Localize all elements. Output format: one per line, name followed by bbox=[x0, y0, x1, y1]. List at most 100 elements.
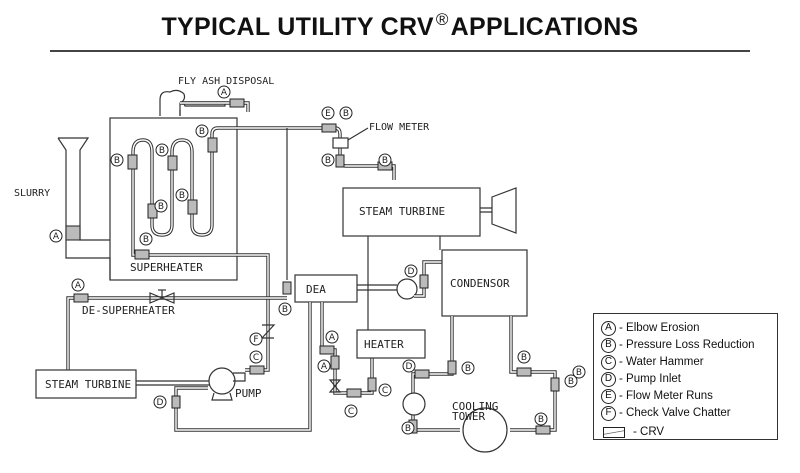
tag-circle bbox=[402, 359, 416, 373]
legend-item: B- Pressure Loss Reduction bbox=[601, 337, 755, 353]
crv-coil-3 bbox=[167, 155, 178, 171]
tag-circle bbox=[71, 278, 85, 292]
tag-circle bbox=[155, 143, 169, 157]
legend-item: C- Water Hammer bbox=[601, 354, 704, 370]
tag-circle bbox=[278, 302, 292, 316]
condensor-box bbox=[441, 249, 528, 317]
tag-letter: D bbox=[157, 398, 164, 408]
legend-label: - Elbow Erosion bbox=[619, 322, 700, 334]
steam-turbine-main bbox=[342, 187, 481, 237]
pump-label: PUMP bbox=[235, 387, 262, 400]
tag-circle bbox=[195, 124, 209, 138]
tag-circle bbox=[175, 188, 189, 202]
crv-flow-meter-e bbox=[321, 123, 337, 133]
cooling-tower-label-2: TOWER bbox=[452, 410, 485, 423]
tag-letter: A bbox=[321, 362, 328, 372]
tag-heater-c2: C bbox=[378, 383, 392, 397]
flow-meter bbox=[332, 137, 349, 149]
crv-condensor-d bbox=[419, 274, 429, 289]
tag-letter: A bbox=[329, 333, 336, 343]
registered-mark: ® bbox=[435, 10, 449, 29]
tag-letter: B bbox=[538, 415, 544, 425]
tag-sh-b3: B bbox=[155, 143, 169, 157]
tag-circle bbox=[378, 383, 392, 397]
tag-pump-d: D bbox=[153, 395, 167, 409]
fly-ash-label: FLY ASH DISPOSAL bbox=[178, 76, 274, 87]
tag-circle bbox=[217, 85, 231, 99]
heater-label: HEATER bbox=[364, 338, 404, 351]
tag-letter: C bbox=[348, 407, 354, 417]
tag-letter: C bbox=[382, 386, 388, 396]
crv-ct-1 bbox=[447, 360, 457, 375]
crv-coil-6 bbox=[134, 249, 150, 260]
crv-symbol-icon bbox=[603, 426, 625, 438]
tag-letter: B bbox=[382, 156, 388, 166]
tag-circle bbox=[401, 421, 415, 435]
de-superheater-label: DE-SUPERHEATER bbox=[82, 304, 175, 317]
tag-fly-ash-a: A bbox=[217, 85, 231, 99]
fly-ash-stack bbox=[159, 89, 250, 116]
tag-letter: B bbox=[465, 364, 471, 374]
tag-letter: A bbox=[75, 281, 82, 291]
tag-circle bbox=[49, 229, 63, 243]
crv-ct-5 bbox=[550, 377, 560, 392]
crv-fly-ash bbox=[229, 98, 245, 108]
tag-slurry-a: A bbox=[49, 229, 63, 243]
legend-label: - CRV bbox=[633, 426, 665, 438]
legend-item: A- Elbow Erosion bbox=[601, 320, 700, 336]
crv-ct-2 bbox=[414, 369, 430, 379]
tag-dea-a2: A bbox=[317, 359, 331, 373]
steam-turbine-main-label: STEAM TURBINE bbox=[359, 205, 445, 218]
legend-item-crv: - CRV bbox=[601, 424, 664, 440]
legend-item: E- Flow Meter Runs bbox=[601, 388, 713, 404]
tag-circle bbox=[139, 232, 153, 246]
pump-icon bbox=[208, 367, 246, 401]
tag-ct-d: D bbox=[402, 359, 416, 373]
legend-label: - Flow Meter Runs bbox=[619, 390, 713, 402]
superheater-label: SUPERHEATER bbox=[130, 261, 203, 274]
legend-item: F- Check Valve Chatter bbox=[601, 405, 731, 421]
tag-circle bbox=[517, 350, 531, 364]
tag-ct-b1: B bbox=[461, 361, 475, 375]
tag-letter: B bbox=[405, 424, 411, 434]
legend-label: - Pump Inlet bbox=[619, 373, 681, 385]
tag-circle bbox=[153, 395, 167, 409]
crv-ct-4 bbox=[516, 367, 532, 377]
cooling-tower-icon bbox=[462, 407, 508, 453]
tag-letter: B bbox=[325, 156, 331, 166]
condensate-pump-icon bbox=[396, 278, 418, 300]
legend-item: D- Pump Inlet bbox=[601, 371, 681, 387]
tag-circle bbox=[110, 153, 124, 167]
tag-circle bbox=[154, 199, 168, 213]
tag-letter: B bbox=[521, 353, 527, 363]
tag-heater-c1: C bbox=[344, 404, 358, 418]
dea-box bbox=[294, 274, 358, 303]
tag-sh-b2: B bbox=[154, 199, 168, 213]
steam-turbine-small-label: STEAM TURBINE bbox=[45, 378, 131, 391]
tag-letter: B bbox=[159, 146, 165, 156]
crv-desuperheater bbox=[73, 293, 89, 303]
crv-pump-c bbox=[249, 365, 265, 375]
tag-letter: D bbox=[406, 362, 413, 372]
legend-badge: E bbox=[601, 388, 616, 404]
tag-circle bbox=[344, 404, 358, 418]
tag-letter: E bbox=[325, 109, 331, 119]
crv-heater-c2 bbox=[367, 377, 377, 392]
tag-fm-e: E bbox=[321, 106, 335, 120]
tag-circle bbox=[339, 106, 353, 120]
flow-meter-label: FLOW METER bbox=[369, 122, 430, 133]
cooling-pump-icon bbox=[402, 392, 426, 416]
tag-circle bbox=[564, 374, 578, 388]
tag-ct-b5: B bbox=[534, 412, 548, 426]
crv-slurry bbox=[65, 225, 81, 241]
legend: A- Elbow Erosion B- Pressure Loss Reduct… bbox=[593, 313, 778, 440]
steam-turbine-small bbox=[35, 369, 137, 399]
tag-letter: A bbox=[221, 88, 228, 98]
tag-fm-b1: B bbox=[339, 106, 353, 120]
tag-letter: C bbox=[253, 353, 259, 363]
tag-ct-b2: B bbox=[401, 421, 415, 435]
heater-box bbox=[356, 329, 426, 359]
legend-badge: A bbox=[601, 320, 616, 336]
legend-badge: B bbox=[601, 337, 616, 353]
